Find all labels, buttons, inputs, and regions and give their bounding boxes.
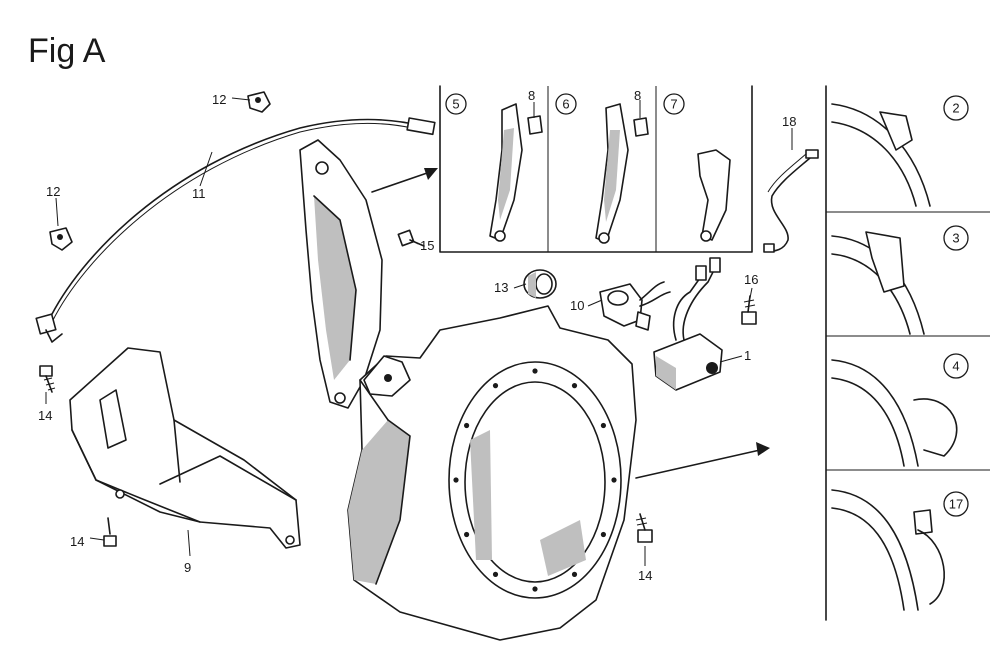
part-14-bolt-lower bbox=[103, 517, 117, 547]
part-11-cable bbox=[35, 117, 436, 343]
variant-badge-4: 4 bbox=[943, 353, 969, 379]
part-12-clamp-left bbox=[49, 227, 73, 251]
svg-text:17: 17 bbox=[949, 497, 963, 512]
housing-bolt-hole bbox=[571, 383, 578, 389]
svg-text:5: 5 bbox=[452, 97, 459, 112]
callout-13: 13 bbox=[494, 280, 508, 295]
variant-badge-5: 5 bbox=[445, 93, 467, 115]
part-12-clamp-top bbox=[247, 91, 271, 113]
variant-badge-7: 7 bbox=[663, 93, 685, 115]
callout-16: 16 bbox=[744, 272, 758, 287]
callout-8-v6: 8 bbox=[634, 88, 641, 103]
svg-text:3: 3 bbox=[952, 231, 959, 246]
housing-bolt-hole bbox=[464, 531, 470, 538]
housing-bolt-hole bbox=[532, 586, 538, 592]
part-16-screw bbox=[741, 295, 757, 325]
part-14-bolt-center bbox=[635, 513, 653, 543]
svg-text:6: 6 bbox=[562, 97, 569, 112]
housing-bolt-hole bbox=[571, 571, 578, 578]
part-9-lower-shroud bbox=[69, 347, 301, 549]
variant-badge-17: 17 bbox=[943, 491, 969, 517]
callout-15: 15 bbox=[420, 238, 434, 253]
callout-14-lower: 14 bbox=[70, 534, 84, 549]
callout-12-top: 12 bbox=[212, 92, 226, 107]
housing-bolt-hole bbox=[492, 383, 499, 389]
figure-title: Fig A bbox=[28, 32, 106, 70]
svg-text:4: 4 bbox=[952, 359, 959, 374]
variant-panel-right bbox=[825, 85, 990, 621]
blower-housing bbox=[347, 305, 637, 641]
arrow-to-variants-right bbox=[635, 442, 770, 479]
housing-bolt-holes bbox=[453, 368, 617, 592]
svg-text:7: 7 bbox=[670, 97, 677, 112]
variant-badge-2: 2 bbox=[943, 95, 969, 121]
housing-bolt-hole bbox=[532, 368, 538, 374]
housing-bolt-hole bbox=[453, 477, 459, 483]
part-1-switch bbox=[653, 257, 723, 391]
part-18-wire-lead bbox=[763, 149, 819, 253]
part-13-grommet bbox=[523, 269, 557, 299]
callout-9: 9 bbox=[184, 560, 191, 575]
variant-badge-3: 3 bbox=[943, 225, 969, 251]
callout-14-center: 14 bbox=[638, 568, 652, 583]
part-14-bolt-left bbox=[39, 365, 56, 393]
housing-bolt-hole bbox=[600, 531, 607, 538]
callout-11: 11 bbox=[192, 186, 206, 201]
variant-badge-6: 6 bbox=[555, 93, 577, 115]
callout-1: 1 bbox=[744, 348, 751, 363]
variant-panel-top bbox=[439, 85, 753, 253]
housing-bolt-hole bbox=[464, 422, 470, 429]
baffle-plate bbox=[299, 139, 383, 409]
housing-bolt-hole bbox=[611, 477, 617, 483]
callout-14-left: 14 bbox=[38, 408, 52, 423]
leader-lines bbox=[45, 97, 793, 566]
part-10-sensor bbox=[599, 281, 671, 331]
arrow-to-variants-top bbox=[371, 168, 438, 193]
svg-text:2: 2 bbox=[952, 101, 959, 116]
callout-10: 10 bbox=[570, 298, 584, 313]
callout-8-v5: 8 bbox=[528, 88, 535, 103]
callout-12-left: 12 bbox=[46, 184, 60, 199]
housing-bolt-hole bbox=[492, 571, 499, 578]
housing-bolt-hole bbox=[600, 422, 607, 429]
callout-18: 18 bbox=[782, 114, 796, 129]
